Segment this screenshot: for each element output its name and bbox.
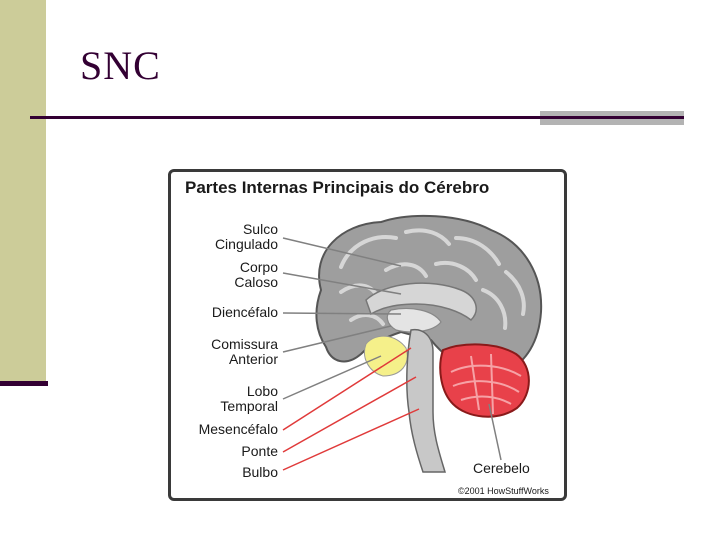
label-corpo-line2: Caloso [234,274,278,290]
label-corpo-caloso: Corpo Caloso [234,260,278,290]
label-corpo-line1: Corpo [239,259,278,275]
brainstem-shape [406,328,447,473]
label-comissura-line2: Anterior [228,351,278,367]
pointer-line-cerebelo [488,403,502,461]
label-mesencefalo: Mesencéfalo [198,421,278,437]
figure-title: Partes Internas Principais do Cérebro [185,178,490,197]
figure-copyright: ©2001 HowStuffWorks [458,486,549,496]
label-lobo-line2: Temporal [220,398,278,414]
slide-side-bar-base [0,381,48,386]
cerebellum-folia [450,353,522,415]
slide-title: SNC [80,43,161,88]
label-ponte: Ponte [241,443,278,459]
brain-illustration [282,214,543,473]
label-lobo-temporal: Lobo Temporal [220,384,278,414]
label-comissura-line1: Comissura [211,336,278,352]
pointer-lines-gray [282,237,402,400]
title-rule [30,116,682,119]
pointer-lines-red [282,347,420,471]
label-diencefalo: Diencéfalo [211,304,278,320]
label-bulbo: Bulbo [242,464,278,480]
cortex-gyri [339,228,526,330]
temporal-lobe-shape [364,335,408,377]
brain-figure: Partes Internas Principais do Cérebro Su… [168,169,567,501]
label-lobo-line1: Lobo [246,383,278,399]
slide-side-bar [0,0,46,382]
label-cerebelo: Cerebelo [473,460,530,476]
label-comissura-anterior: Comissura Anterior [211,337,278,367]
label-sulco-cingulado: Sulco Cingulado [215,222,278,252]
label-sulco-line1: Sulco [242,221,278,237]
label-sulco-line2: Cingulado [214,236,278,252]
